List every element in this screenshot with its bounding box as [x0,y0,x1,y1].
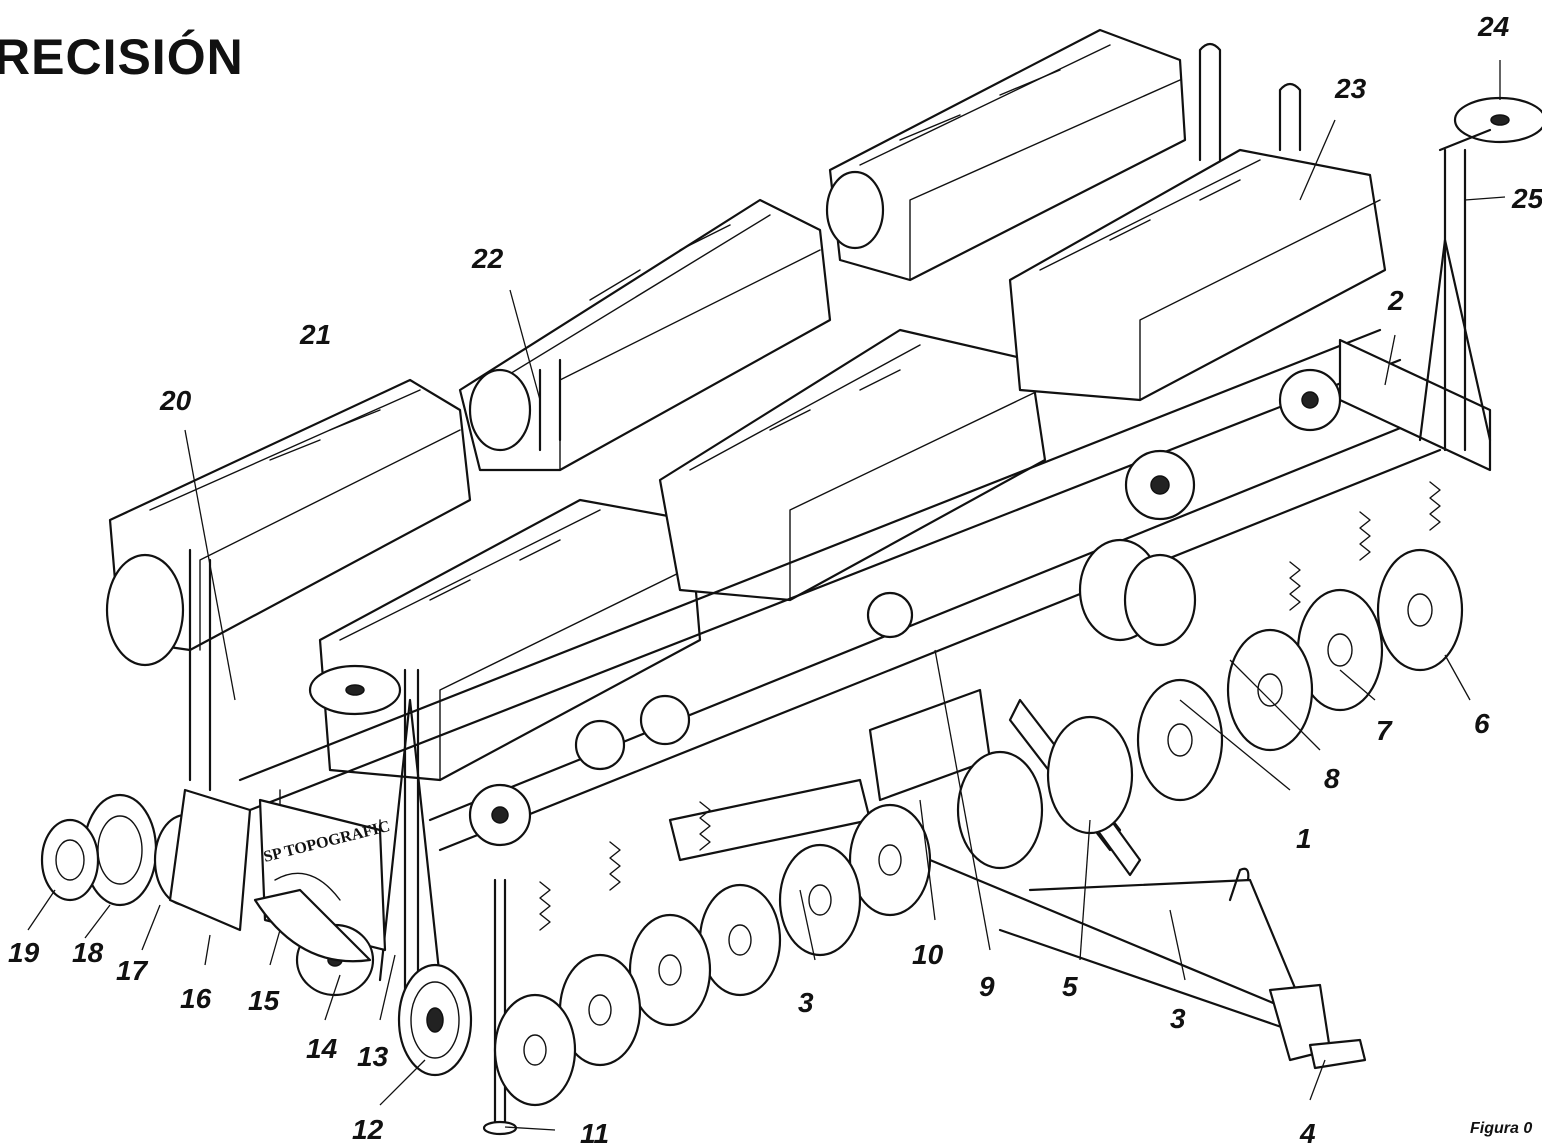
callout-9: 9 [979,971,995,1002]
callout-4: 4 [1299,1118,1316,1143]
callout-10: 10 [912,939,944,970]
callout-11: 11 [580,1118,609,1143]
rear-hopper-row [105,28,1302,792]
page-title: RECISIÓN [0,29,244,85]
callout-1: 1 [1296,823,1312,854]
callout-14: 14 [306,1033,338,1064]
transport-wheels [40,788,473,1077]
figure-label: Figura 0 [1470,1120,1533,1137]
callout-19: 19 [8,937,40,968]
callout-3a: 3 [798,987,814,1018]
callout-16: 16 [180,983,212,1014]
callout-21: 21 [299,319,331,350]
callout-18: 18 [72,937,104,968]
callout-23: 23 [1334,73,1367,104]
seed-meters [468,368,1342,847]
callout-15: 15 [248,985,280,1016]
callout-24: 24 [1477,11,1510,42]
right-row-marker [1418,96,1542,452]
callout-13: 13 [357,1041,389,1072]
callout-3b: 3 [1170,1003,1186,1034]
callout-8: 8 [1324,763,1340,794]
callout-17: 17 [116,955,149,986]
left-row-marker [308,664,518,1136]
callout-25: 25 [1511,183,1542,214]
callout-5: 5 [1062,971,1078,1002]
row-units [493,481,1464,1107]
callout-20: 20 [159,385,192,416]
callout-22: 22 [471,243,504,274]
callout-numbers: 1 2 3 3 4 5 6 7 8 9 10 11 12 13 14 15 16… [8,11,1542,1143]
callout-6: 6 [1474,708,1490,739]
callout-7: 7 [1376,715,1393,746]
callout-12: 12 [352,1114,384,1143]
leader-lines [27,60,1506,1131]
callout-2: 2 [1387,285,1404,316]
